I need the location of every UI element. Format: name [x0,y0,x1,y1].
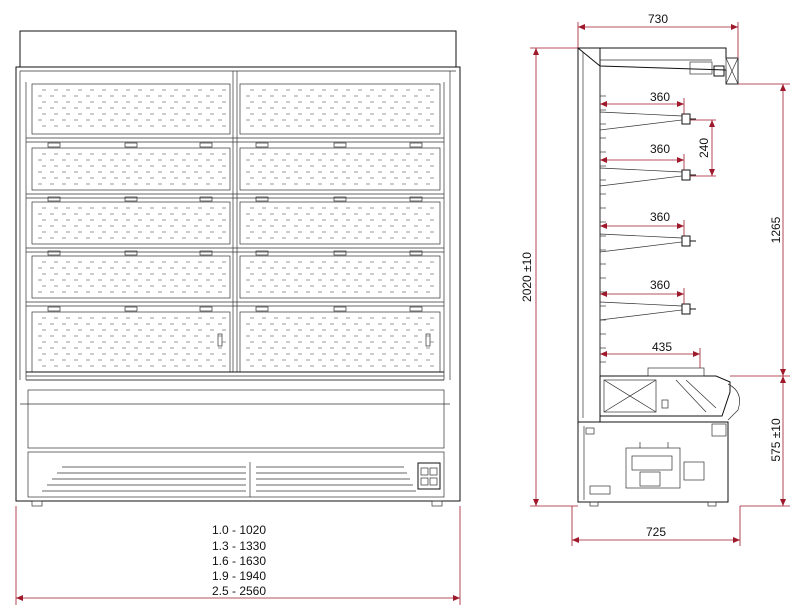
width-option-4: 1.9 - 1940 [212,569,266,583]
shelf-front-rail [681,113,691,125]
overall-height-label: 2020 ±10 [520,252,534,302]
arrowhead [600,223,607,229]
front-view: 1.0 - 1020 1.3 - 1330 1.6 - 1630 1.9 - 1… [15,30,461,605]
front-shelves [26,83,444,381]
price-tag-clip [409,250,423,256]
foot [31,500,43,507]
arrowhead [600,101,607,107]
price-tag-clip [255,196,269,202]
price-tag-clip [255,142,269,148]
compressor-unit [625,447,681,489]
price-tag-clip [333,142,347,148]
price-tag-clip [47,142,61,148]
price-tag-clip [47,250,61,256]
price-tag-clip [199,142,213,148]
price-tag-clip [255,306,269,312]
price-tag-clip [199,250,213,256]
cabinet-outline [15,66,461,502]
price-tag-clip [409,142,423,148]
width-option-5: 2.5 - 2560 [212,584,266,598]
handle [217,333,223,347]
arrowhead [677,101,684,107]
back-panel [31,147,231,191]
side-shelf [599,111,683,131]
arrowhead [677,223,684,229]
bottom-deck [599,375,731,417]
back-panel [31,201,231,245]
price-tag-clip [333,250,347,256]
price-tag-clip [199,306,213,312]
price-tag-clip [409,196,423,202]
shelf-front-rail [681,235,691,247]
base-grille-frame [27,451,445,498]
price-tag-clip [47,196,61,202]
back-panel [239,201,441,245]
base-height-label: 575 ±10 [769,418,783,462]
side-shelf [599,233,683,253]
width-option-1: 1.0 - 1020 [212,523,266,537]
arrowhead [677,291,684,297]
price-tag-clip [333,306,347,312]
arrowhead [600,291,607,297]
price-tag-clip [124,306,138,312]
arrowhead [600,157,607,163]
depth-bottom-label: 725 [646,525,666,539]
side-shelves [599,95,696,363]
shelf-depth-label: 360 [650,278,670,292]
handle [425,333,431,347]
price-tag-clip [409,306,423,312]
foot [431,500,443,507]
control-box [417,462,441,490]
width-option-3: 1.6 - 1630 [212,554,266,568]
kick-panel [27,389,445,449]
base-grille [42,466,416,492]
price-tag-clip [124,196,138,202]
base-section [577,421,729,503]
arrowhead [677,157,684,163]
width-option-2: 1.3 - 1330 [212,539,266,553]
side-view: 730 725 2020 ±10 1265 575 ±10 [520,12,790,546]
back-panel [239,147,441,191]
price-tag-clip [124,250,138,256]
price-tag-clip [333,196,347,202]
shelf-depth-label: 360 [650,90,670,104]
shelf-depth-label: 360 [650,142,670,156]
back-panel [239,83,441,135]
side-shelf [599,301,683,321]
price-tag-clip [47,306,61,312]
price-tag-clip [124,142,138,148]
price-tag-clip [255,250,269,256]
back-panel [31,255,231,299]
back-wall [577,47,601,423]
side-shelf [599,167,683,187]
shelf-pitch-label: 240 [697,138,711,158]
shelf-front-rail [681,303,691,315]
back-panel [31,83,231,135]
canopy [19,30,457,68]
shelf-front-rail [681,169,691,181]
bottom-deck-depth-label: 435 [652,340,672,354]
display-height-label: 1265 [769,216,783,243]
depth-top-label: 730 [648,12,668,26]
shelf-depth-label: 360 [650,210,670,224]
price-tag-clip [199,196,213,202]
back-panel [239,255,441,299]
